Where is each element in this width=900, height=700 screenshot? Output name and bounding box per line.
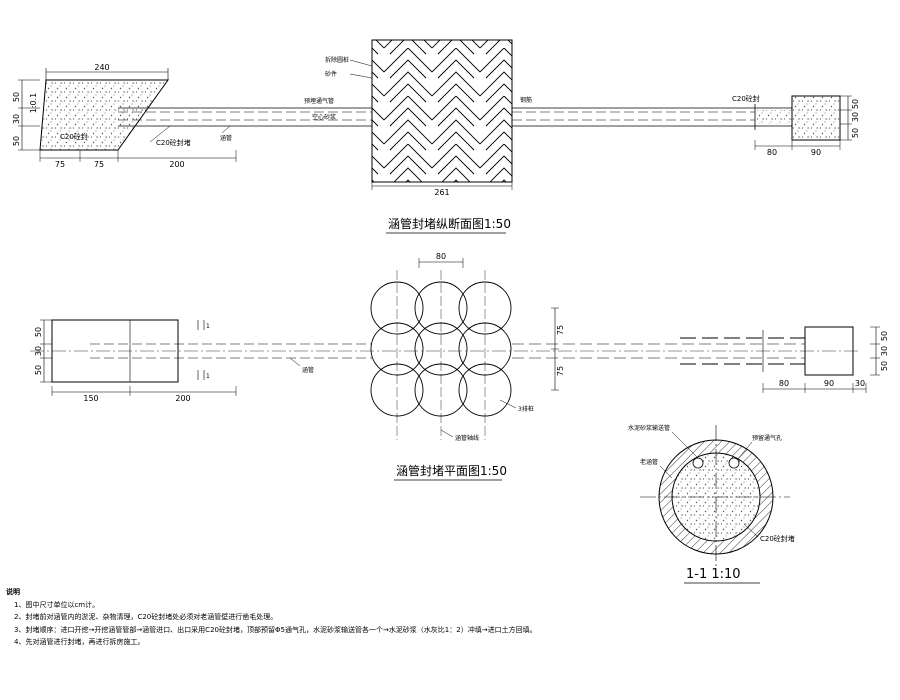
dim-240: 240 xyxy=(94,63,109,72)
section-title: 1-1 1:10 xyxy=(686,567,741,582)
pile-circle xyxy=(414,281,468,335)
elevation-left-dims: 50 30 50 1:0.1 xyxy=(12,79,40,151)
plan-dim-90: 90 xyxy=(824,379,834,388)
dim-75-upper: 75 xyxy=(556,325,565,335)
dim-right-50b: 50 xyxy=(851,128,860,138)
plan-dim-150: 150 xyxy=(83,394,98,403)
elevation-bottom-dims: 75 75 200 261 xyxy=(39,150,513,197)
elevation-title: 涵管封堵纵断面图1:50 xyxy=(388,216,511,231)
section-label-old-pipe: 老涵管 xyxy=(640,458,658,466)
plan-dim-30: 30 xyxy=(34,346,43,356)
plan-dim-50b: 50 xyxy=(34,365,43,375)
dim-75a: 75 xyxy=(55,160,65,169)
dim-261: 261 xyxy=(434,188,449,197)
notes-block: 说明 1、图中尺寸单位以cm计。 2、封堵前对涵管内的淤泥、杂物清理，C20砼封… xyxy=(6,586,886,649)
plan-label-pipe: 涵管 xyxy=(302,366,314,374)
elevation-view: 240 50 30 50 1:0.1 75 75 200 26 xyxy=(12,39,860,234)
plan-circle-dims: 80 75 75 xyxy=(418,252,565,391)
pile-circle xyxy=(458,281,512,335)
dim-right-30: 30 xyxy=(851,112,860,122)
section-label-vent: 预留通气孔 xyxy=(752,434,782,442)
plan-right-dims: 80 90 30 50 30 50 xyxy=(762,326,889,393)
label-seal-left: C20砼封 xyxy=(60,132,88,141)
label-pipe: 涵管 xyxy=(220,134,232,142)
pile-circles xyxy=(370,270,512,440)
label-void: 空心砂浆 xyxy=(312,113,336,121)
note-item: 2、封堵前对涵管内的淤泥、杂物清理，C20砼封堵处必须对老涵管壁进行凿毛处理。 xyxy=(14,613,278,621)
section-view: 水泥砂浆输送管 预留通气孔 老涵管 C20砼封堵 1-1 1:10 xyxy=(628,424,795,584)
label-seal-right: C20砼封 xyxy=(732,94,760,103)
grout-pipe-hole xyxy=(692,457,704,469)
note-item: 4、先对涵管进行封堵，再进行拆房施工。 xyxy=(14,638,145,646)
plan-right-block xyxy=(804,326,854,376)
section-mark-top: 1 xyxy=(206,323,210,330)
plan-label-axis: 涵管轴线 xyxy=(455,434,479,442)
plan-title: 涵管封堵平面图1:50 xyxy=(396,463,507,478)
dim-left-50b: 50 xyxy=(12,136,21,146)
label-vent-pipe: 预埋通气管 xyxy=(304,97,334,105)
elevation-labels: 拆除圆桩 砂件 预埋通气管 空心砂浆 C20砼封 C20砼封堵 涵管 钢筋 C2… xyxy=(60,56,760,147)
plan-bottom-dims: 150 200 xyxy=(51,386,237,403)
label-rebar: 钢筋 xyxy=(520,96,532,104)
central-backfill-block xyxy=(371,39,513,183)
label-seal-mid: C20砼封堵 xyxy=(156,138,191,147)
dim-80-spacing: 80 xyxy=(436,252,446,261)
section-label-grout: 水泥砂浆输送管 xyxy=(628,424,670,432)
dim-right-50a: 50 xyxy=(851,99,860,109)
plan-dim-right-50a: 50 xyxy=(880,331,889,341)
plan-dim-50a: 50 xyxy=(34,327,43,337)
dim-200: 200 xyxy=(169,160,184,169)
section-label-seal: C20砼封堵 xyxy=(760,534,795,543)
slope-label: 1:0.1 xyxy=(29,93,38,114)
label-backfill: 砂件 xyxy=(325,70,337,78)
plan-pipe xyxy=(30,320,860,380)
pile-circle xyxy=(370,281,424,335)
plan-view: 1 1 80 75 xyxy=(30,252,889,481)
note-item: 1、图中尺寸单位以cm计。 xyxy=(14,600,100,609)
note-item: 3、封堵顺序：进口开挖→开挖涵管管部→涵管进口、出口采用C20砼封堵，顶部预留Φ… xyxy=(14,625,537,634)
plan-dim-80: 80 xyxy=(779,379,789,388)
dim-75b: 75 xyxy=(94,160,104,169)
dim-80: 80 xyxy=(767,148,777,157)
elevation-right-dims: 80 90 50 30 50 xyxy=(754,95,860,157)
plan-left-dims: 50 30 50 xyxy=(34,319,52,383)
elevation-top-dims: 240 xyxy=(45,63,169,80)
dim-90: 90 xyxy=(811,148,821,157)
vent-hole xyxy=(728,457,740,469)
plan-dim-200: 200 xyxy=(175,394,190,403)
plan-dim-30: 30 xyxy=(855,379,865,388)
plan-dim-right-30: 30 xyxy=(880,346,889,356)
section-mark-bottom: 1 xyxy=(206,373,210,380)
dim-left-50a: 50 xyxy=(12,92,21,102)
dim-left-30: 30 xyxy=(12,114,21,124)
plan-dim-right-50b: 50 xyxy=(880,361,889,371)
label-pile: 拆除圆桩 xyxy=(325,56,349,64)
plan-label-pile: 3排桩 xyxy=(518,405,534,413)
dim-75-lower: 75 xyxy=(556,366,565,376)
notes-heading: 说明 xyxy=(6,588,20,596)
right-seal-block xyxy=(791,95,841,141)
